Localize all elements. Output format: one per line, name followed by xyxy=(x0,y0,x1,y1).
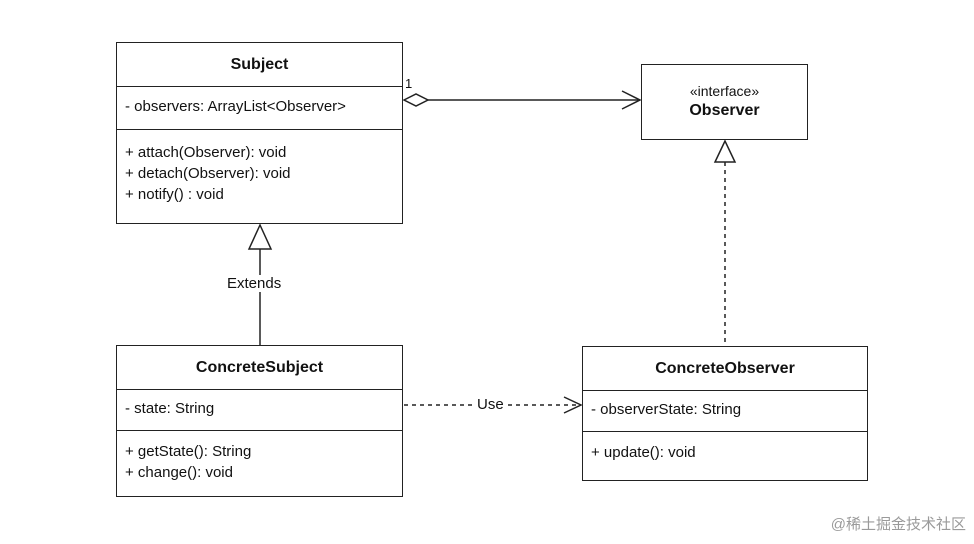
concrete-observer-operation-update: + update(): void xyxy=(591,444,696,461)
subject-operation-detach: + detach(Observer): void xyxy=(125,165,291,182)
concrete-subject-operation-change: + change(): void xyxy=(125,464,233,481)
subject-class: Subject - observers: ArrayList<Observer>… xyxy=(116,42,403,224)
concrete-subject-class-name: ConcreteSubject xyxy=(117,346,402,390)
aggregation-arrowhead xyxy=(621,90,642,110)
concrete-observer-operations: + update(): void xyxy=(583,432,867,469)
concrete-observer-class-name: ConcreteObserver xyxy=(583,347,867,391)
use-arrowhead xyxy=(563,396,583,414)
watermark: @稀土掘金技术社区 xyxy=(830,516,966,533)
subject-operations: + attach(Observer): void + detach(Observ… xyxy=(117,130,402,211)
subject-operation-attach: + attach(Observer): void xyxy=(125,144,287,161)
use-label: Use xyxy=(474,396,507,413)
aggregation-multiplicity: 1 xyxy=(405,76,413,91)
subject-class-name: Subject xyxy=(117,43,402,87)
realization-arrowhead xyxy=(713,139,737,163)
concrete-observer-attribute: - observerState: String xyxy=(591,401,742,418)
observer-interface: «interface» Observer xyxy=(641,64,808,140)
concrete-subject-class: ConcreteSubject - state: String + getSta… xyxy=(116,345,403,497)
concrete-subject-attributes: - state: String xyxy=(117,390,402,431)
aggregation-diamond xyxy=(402,93,430,107)
observer-stereotype: «interface» xyxy=(689,83,760,99)
extends-label: Extends xyxy=(225,275,284,292)
subject-attributes: - observers: ArrayList<Observer> xyxy=(117,87,402,130)
concrete-observer-class: ConcreteObserver - observerState: String… xyxy=(582,346,868,481)
extends-arrowhead xyxy=(247,223,273,250)
concrete-observer-attributes: - observerState: String xyxy=(583,391,867,432)
concrete-subject-attribute: - state: String xyxy=(125,400,215,417)
observer-interface-name: Observer xyxy=(689,102,760,119)
concrete-subject-operation-getstate: + getState(): String xyxy=(125,443,252,460)
concrete-subject-operations: + getState(): String + change(): void xyxy=(117,431,402,489)
subject-attribute: - observers: ArrayList<Observer> xyxy=(125,98,346,115)
subject-operation-notify: + notify() : void xyxy=(125,186,224,203)
